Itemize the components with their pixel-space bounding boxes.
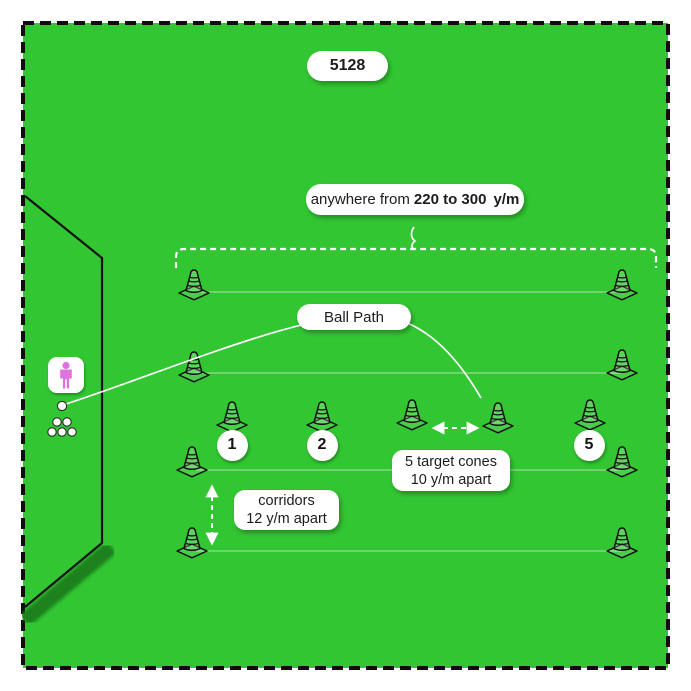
range-prefix: anywhere from — [310, 191, 410, 208]
range-value: 220 to 300 — [413, 191, 487, 208]
target-cones-line2: 10 y/m apart — [410, 471, 492, 488]
ball-pile-ball — [47, 427, 57, 437]
target-number-badge: 1 — [216, 429, 248, 461]
corridors-label: corridors 12 y/m apart — [234, 490, 339, 530]
golf-balls — [47, 400, 77, 437]
ball-pile-ball — [57, 427, 67, 437]
ball-pile-ball — [67, 427, 77, 437]
target-number-badge: 5 — [573, 429, 605, 461]
ball-pile-ball — [52, 417, 62, 427]
range-bracket-pointer-icon — [410, 226, 417, 250]
range-label: anywhere from 220 to 300 y/m — [306, 184, 524, 215]
tee-box-shadow — [19, 541, 117, 627]
ball-pile-ball — [62, 417, 72, 427]
drill-number-label: 5128 — [307, 51, 388, 81]
range-unit: y/m — [493, 191, 520, 208]
field — [21, 21, 670, 670]
corridors-line1: corridors — [258, 493, 315, 509]
tee-ball — [56, 400, 68, 412]
range-bracket — [174, 247, 658, 268]
corridors-line2: 12 y/m apart — [246, 511, 327, 527]
tee-box — [24, 195, 104, 608]
person-glyph — [60, 369, 72, 389]
ball-path-text: Ball Path — [323, 308, 385, 326]
target-cones-line1: 5 target cones — [405, 453, 497, 470]
ball-path-label: Ball Path — [297, 304, 411, 330]
target-number-badge: 2 — [306, 429, 338, 461]
drill-number-text: 5128 — [329, 57, 366, 74]
golfer-icon — [48, 357, 84, 393]
measure-arrows — [205, 421, 480, 546]
target-cones-label: 5 target cones 10 y/m apart — [392, 450, 510, 491]
